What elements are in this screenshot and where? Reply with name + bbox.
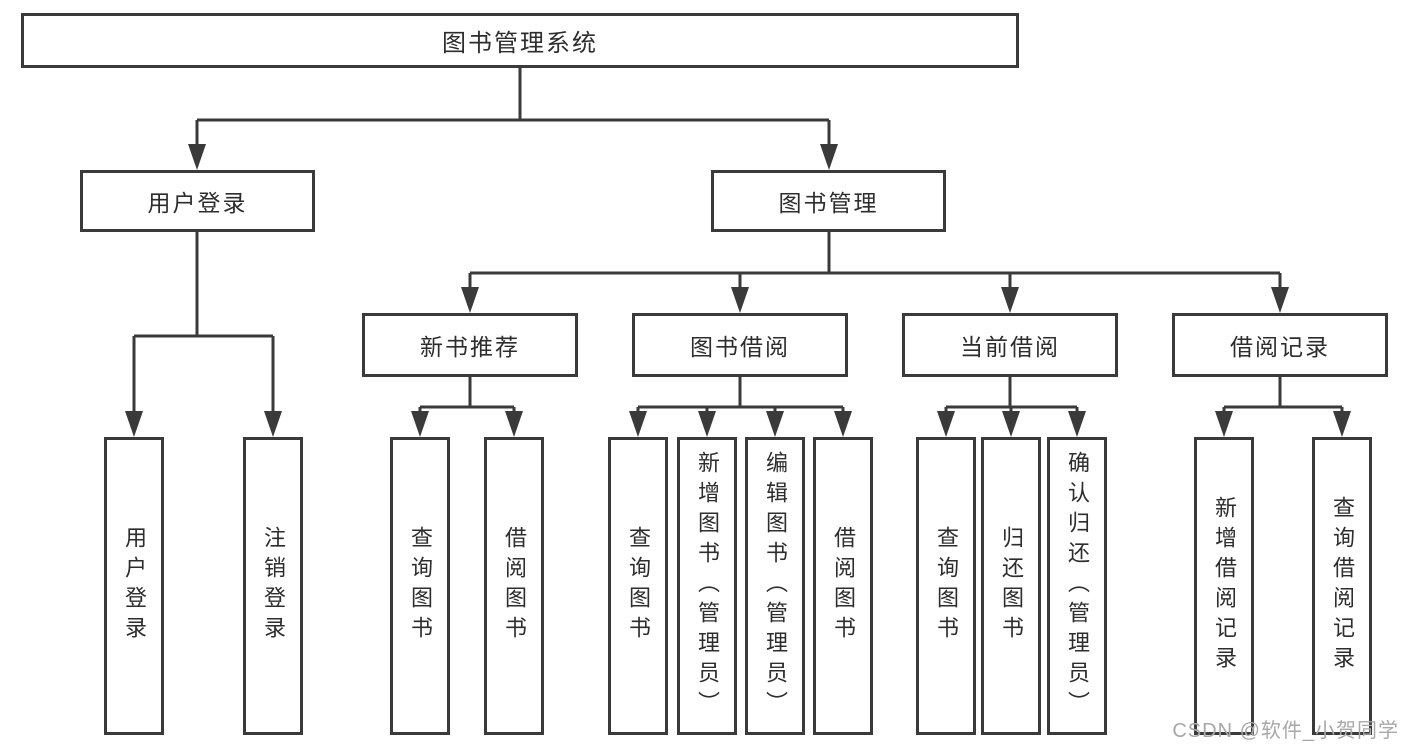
node-borrow-records: 借阅记录 <box>1172 313 1388 377</box>
node-leaf-query-borrow-record: 查询借阅记录 <box>1312 437 1372 735</box>
node-leaf-add-borrow-record: 新增借阅记录 <box>1194 437 1254 735</box>
connector-user-login <box>132 232 275 413</box>
node-leaf-query-books-borrow: 查询图书 <box>608 437 668 735</box>
arrowhead <box>731 287 749 313</box>
connector-book-borrow <box>636 377 845 413</box>
arrowhead <box>411 411 429 437</box>
arrowhead <box>1271 287 1289 313</box>
node-book-management: 图书管理 <box>711 170 946 232</box>
node-leaf-confirm-return-admin: 确认归还（管理员） <box>1047 437 1107 735</box>
arrowhead <box>125 411 143 437</box>
arrowhead <box>505 411 523 437</box>
arrowhead <box>766 411 784 437</box>
arrowhead <box>264 411 282 437</box>
node-leaf-borrow-books-recommend: 借阅图书 <box>484 437 544 735</box>
connector-current-borrow <box>944 377 1079 413</box>
arrowhead <box>1333 411 1351 437</box>
node-user-login: 用户登录 <box>80 170 315 232</box>
arrowhead <box>1001 287 1019 313</box>
connector-new-book-recommend <box>418 377 516 413</box>
arrowhead <box>1068 411 1086 437</box>
node-root-system: 图书管理系统 <box>21 13 1019 68</box>
connector-root <box>195 68 831 146</box>
arrowhead <box>1002 411 1020 437</box>
arrowhead <box>461 287 479 313</box>
arrowhead <box>1215 411 1233 437</box>
node-book-borrow: 图书借阅 <box>632 313 848 377</box>
arrowhead <box>820 144 838 170</box>
arrowhead <box>629 411 647 437</box>
node-current-borrow: 当前借阅 <box>902 313 1118 377</box>
node-leaf-query-books-recommend: 查询图书 <box>390 437 450 735</box>
node-leaf-add-books-admin: 新增图书（管理员） <box>677 437 737 735</box>
node-leaf-logout: 注销登录 <box>243 437 303 735</box>
connector-borrow-records <box>1222 377 1344 413</box>
node-leaf-query-books-current: 查询图书 <box>916 437 976 735</box>
node-leaf-borrow-books: 借阅图书 <box>813 437 873 735</box>
arrowhead <box>937 411 955 437</box>
node-leaf-return-books: 归还图书 <box>981 437 1041 735</box>
watermark-text: CSDN @软件_小贺同学 <box>1172 720 1399 742</box>
arrowhead <box>188 144 206 170</box>
node-new-book-recommend: 新书推荐 <box>362 313 578 377</box>
node-leaf-edit-books-admin: 编辑图书（管理员） <box>745 437 805 735</box>
arrowhead <box>698 411 716 437</box>
node-leaf-user-login: 用户登录 <box>104 437 164 735</box>
arrowhead <box>834 411 852 437</box>
connector-book-management <box>468 232 1282 289</box>
